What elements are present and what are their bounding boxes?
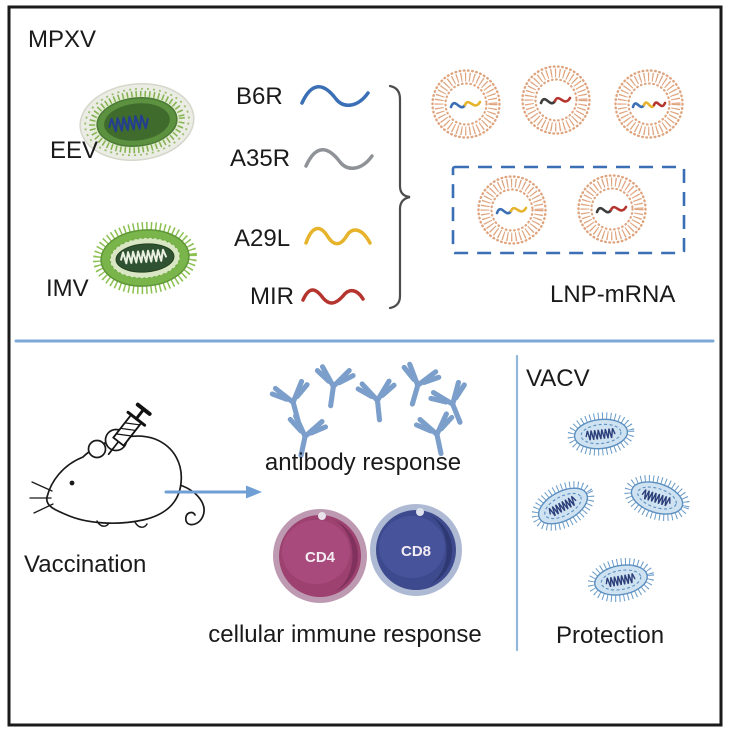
antigen-label-a29l: A29L (234, 225, 290, 252)
imv-genome-coil (120, 248, 167, 265)
flow-arrow (164, 485, 262, 499)
lnp-particle (579, 176, 646, 243)
eev-label: EEV (50, 137, 98, 164)
mouse-body (45, 435, 183, 524)
mrna-wave-a35r (304, 148, 374, 170)
bracket-icon (388, 84, 411, 310)
syringe-icon (107, 402, 152, 456)
mrna-wave-a29l (304, 226, 372, 246)
antibody-icon (395, 363, 440, 409)
antibody-icon (313, 366, 354, 408)
antibody-icon (271, 380, 315, 426)
cellular-response-label: cellular immune response (208, 621, 481, 648)
selected-lnp-box (451, 165, 686, 255)
eev-virion (79, 82, 195, 162)
mouse-legs (96, 520, 148, 528)
antibody-response-label: antibody response (265, 449, 461, 476)
cd8-cell: CD8 (370, 504, 462, 596)
mouse-tail (179, 484, 205, 526)
protection-label: Protection (556, 622, 664, 649)
vacv-virion (623, 472, 691, 525)
vacv-virion (528, 476, 598, 536)
lnp-particle (479, 177, 546, 244)
cd4-label: CD4 (305, 549, 336, 566)
antigen-label-mir: MIR (250, 283, 294, 310)
lnp-particle (523, 67, 590, 134)
mpxv-label: MPXV (28, 26, 96, 53)
imv-virion (93, 221, 197, 295)
antibody-icon (358, 381, 398, 422)
cd4-cell: CD4 (273, 509, 367, 603)
antigen-label-a35r: A35R (230, 145, 290, 172)
cd8-label: CD8 (401, 543, 431, 560)
eev-genome-coil (108, 114, 149, 133)
vacv-label: VACV (526, 365, 590, 392)
vacv-virion (569, 413, 632, 455)
vaccination-label: Vaccination (24, 551, 146, 578)
frame-border (7, 5, 723, 727)
mrna-wave-mir (301, 288, 365, 305)
lnp-particle (433, 71, 500, 138)
antigen-label-b6r: B6R (236, 83, 283, 110)
imv-label: IMV (46, 275, 89, 302)
mouse-whiskers (29, 481, 54, 514)
mouse-illustration (29, 428, 205, 528)
vacv-virion (588, 557, 653, 603)
antibody-icon (429, 381, 476, 429)
lnp-mrna-label: LNP-mRNA (550, 281, 675, 308)
mouse-eye (69, 480, 75, 486)
mouse-ear (87, 439, 107, 459)
lnp-particle (616, 71, 683, 138)
mrna-wave-b6r (300, 85, 370, 107)
